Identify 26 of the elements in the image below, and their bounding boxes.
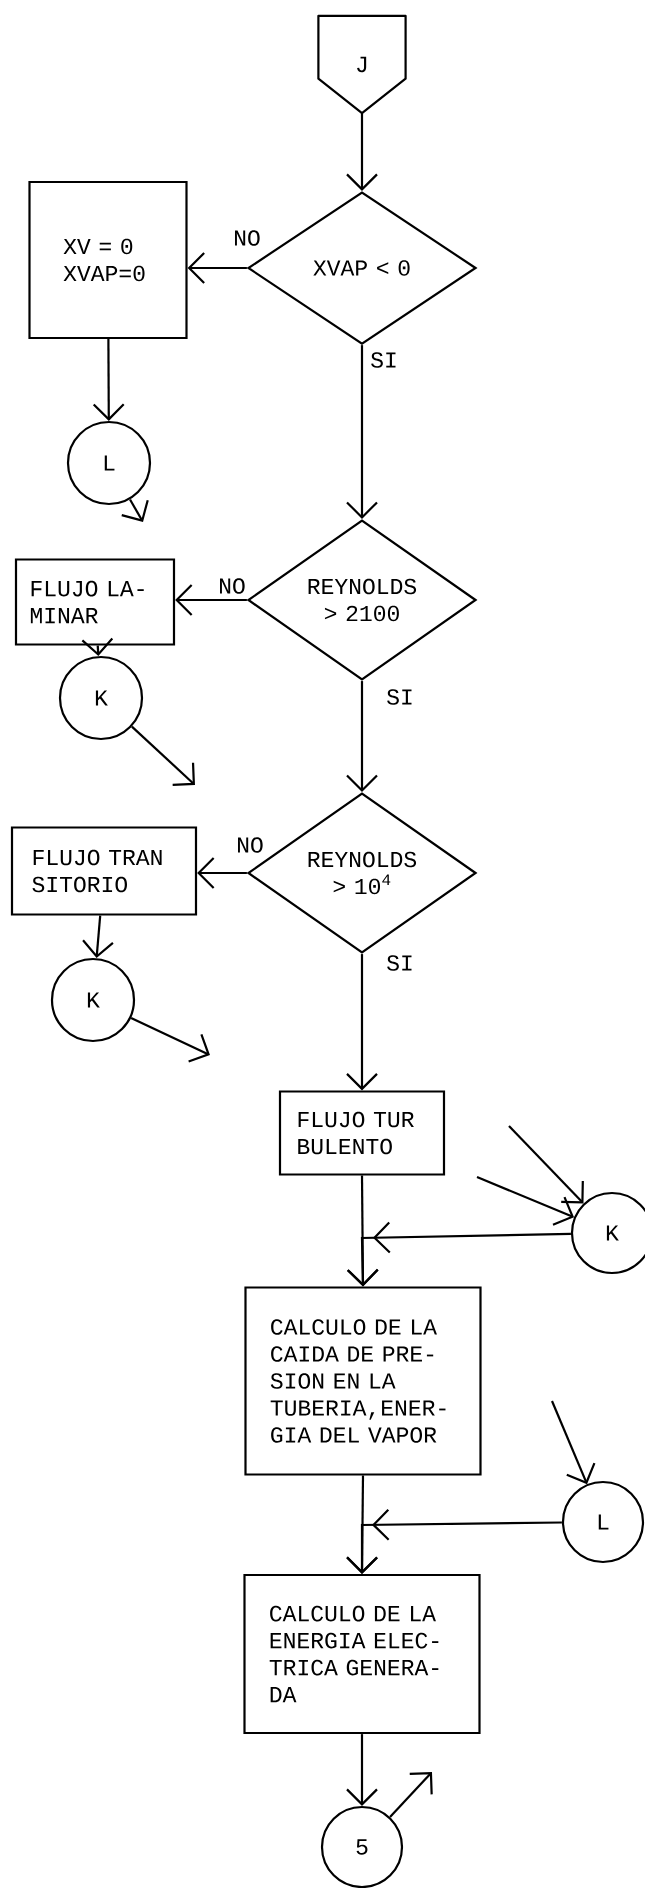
arrow [346,681,378,792]
arrow [550,1400,596,1485]
edge-label: SI [385,688,415,706]
process-box: FLUJO TRAN SITORIO [10,826,198,916]
process-box: FLUJO LA- MINAR [14,558,176,646]
arrow [131,725,195,786]
process-box: CALCULO DE LA CAIDA DE PRE- SION EN LA TUBERIA,ENER- GIA DEL VAPOR [244,1286,482,1476]
process-box: XV = 0 XVAP=0 [28,180,188,340]
arrow [130,1016,210,1063]
edge-label: NO [217,577,247,595]
edge-label: SI [385,954,415,972]
arrow [346,1508,562,1574]
edge-label: SI [369,351,399,369]
off-page-connector: J [317,14,407,115]
arrow [346,1221,571,1287]
process-box: FLUJO TUR BULENTO [278,1090,446,1176]
arrow [346,1734,378,1806]
arrow [508,1125,584,1204]
arrow [346,345,378,519]
arrow [476,1176,575,1226]
arrow [175,584,247,616]
process-box: CALCULO DE LA ENERGIA ELEC- TRICA GENERA- DA [243,1573,481,1735]
arrow [346,113,378,191]
arrow [389,1772,433,1818]
arrow [346,954,378,1091]
arrow [92,339,125,421]
